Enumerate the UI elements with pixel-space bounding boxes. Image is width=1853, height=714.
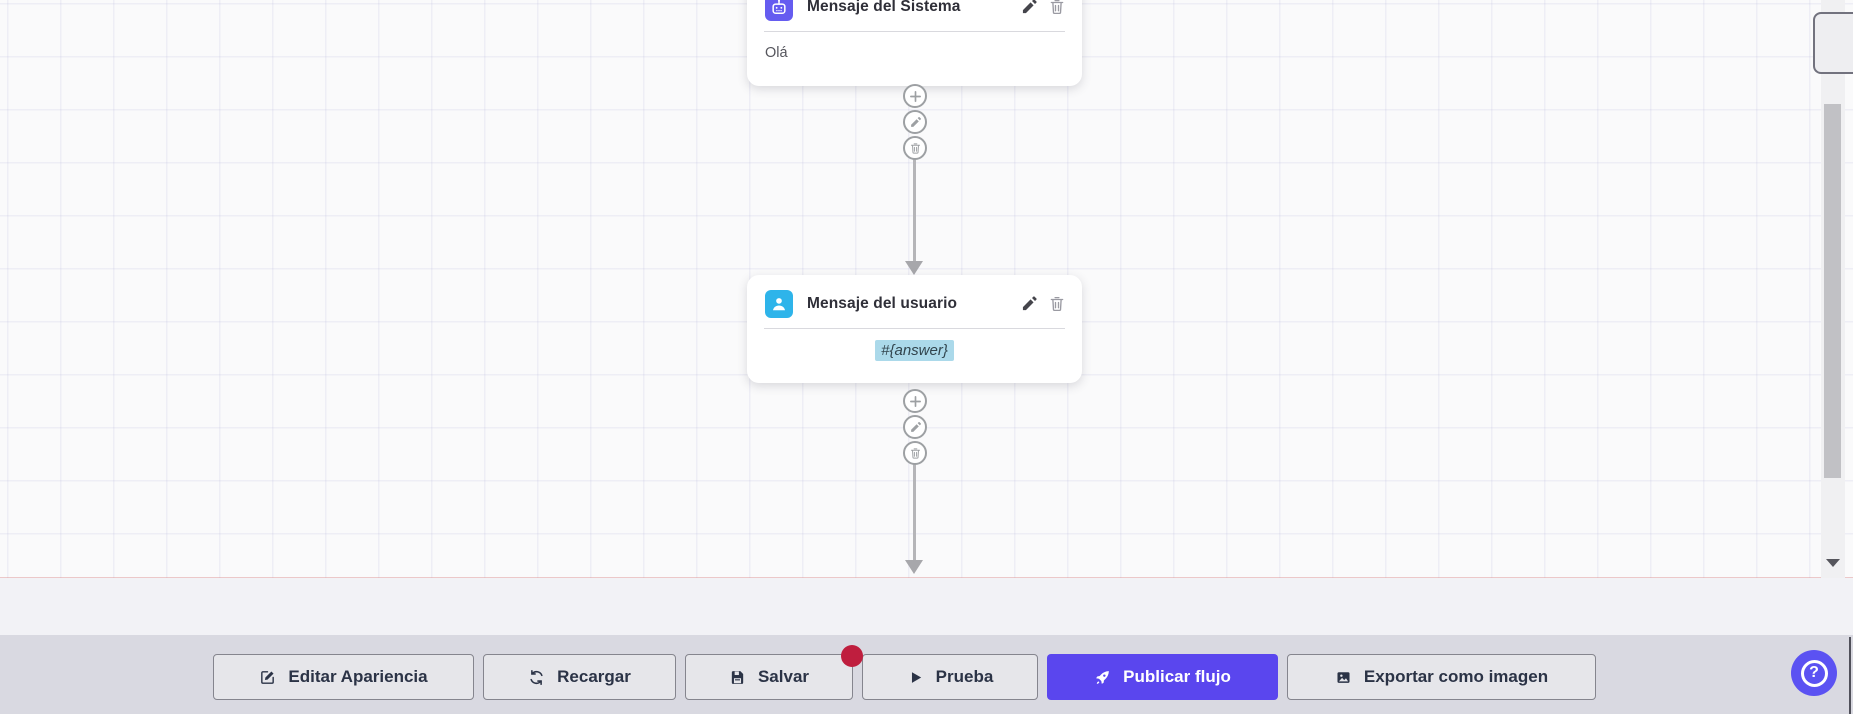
delete-node-icon[interactable] xyxy=(1048,295,1066,313)
node-title: Mensaje del usuario xyxy=(807,295,958,312)
node-system-message[interactable]: Mensaje del Sistema Olá xyxy=(747,0,1082,86)
vertical-scrollbar-thumb[interactable] xyxy=(1824,104,1841,478)
edit-node-icon[interactable] xyxy=(1020,0,1038,16)
image-icon xyxy=(1337,671,1350,683)
button-label: Editar Apariencia xyxy=(288,667,428,686)
rocket-icon xyxy=(1096,670,1110,684)
robot-icon xyxy=(765,0,793,21)
export-image-button[interactable]: Exportar como imagen xyxy=(1287,654,1596,700)
answer-variable-chip[interactable]: #{answer} xyxy=(875,340,954,361)
help-button[interactable]: ? xyxy=(1791,650,1837,696)
button-label: Exportar como imagen xyxy=(1363,667,1549,686)
top-right-panel xyxy=(1813,12,1853,74)
user-icon xyxy=(765,290,793,318)
node-header: Mensaje del usuario xyxy=(747,275,1082,328)
save-icon xyxy=(731,670,744,684)
node-header: Mensaje del Sistema xyxy=(747,0,1082,31)
publish-flow-button[interactable]: Publicar flujo xyxy=(1047,654,1278,700)
flow-canvas[interactable]: Mensaje del Sistema Olá xyxy=(0,0,1853,578)
edit-appearance-icon xyxy=(261,670,275,684)
bottom-toolbar: Editar Apariencia Recargar Salvar Prueba xyxy=(0,635,1853,714)
button-label: Recargar xyxy=(557,667,631,686)
refresh-icon xyxy=(530,669,543,685)
connector-delete-button[interactable] xyxy=(903,136,927,160)
connector-add-button[interactable] xyxy=(903,84,927,108)
flow-edge xyxy=(913,463,916,561)
connector-add-button[interactable] xyxy=(903,389,927,413)
connector-edit-button[interactable] xyxy=(903,415,927,439)
flow-edge xyxy=(913,158,916,262)
node-body-text: Olá xyxy=(765,45,788,61)
save-button[interactable]: Salvar xyxy=(685,654,853,700)
node-user-message[interactable]: Mensaje del usuario #{answer} xyxy=(747,275,1082,383)
button-label: Publicar flujo xyxy=(1123,667,1231,686)
button-label: Prueba xyxy=(935,667,994,686)
play-icon xyxy=(911,671,921,683)
node-title: Mensaje del Sistema xyxy=(807,0,961,15)
button-label: Salvar xyxy=(757,667,810,686)
question-icon: ? xyxy=(1800,659,1828,687)
test-button[interactable]: Prueba xyxy=(862,654,1038,700)
canvas-footer-spacer xyxy=(0,578,1853,635)
node-divider xyxy=(764,31,1065,32)
edit-node-icon[interactable] xyxy=(1020,295,1038,313)
edit-appearance-button[interactable]: Editar Apariencia xyxy=(213,654,474,700)
flow-edge-arrowhead xyxy=(905,261,923,275)
reload-button[interactable]: Recargar xyxy=(483,654,676,700)
node-divider xyxy=(764,328,1065,329)
flow-edge-arrowhead xyxy=(905,560,923,574)
connector-delete-button[interactable] xyxy=(903,441,927,465)
delete-node-icon[interactable] xyxy=(1048,0,1066,16)
connector-edit-button[interactable] xyxy=(903,110,927,134)
window-edge-divider xyxy=(1849,637,1851,714)
unsaved-changes-badge xyxy=(841,645,863,667)
scrollbar-down-arrow-icon[interactable] xyxy=(1826,559,1840,567)
